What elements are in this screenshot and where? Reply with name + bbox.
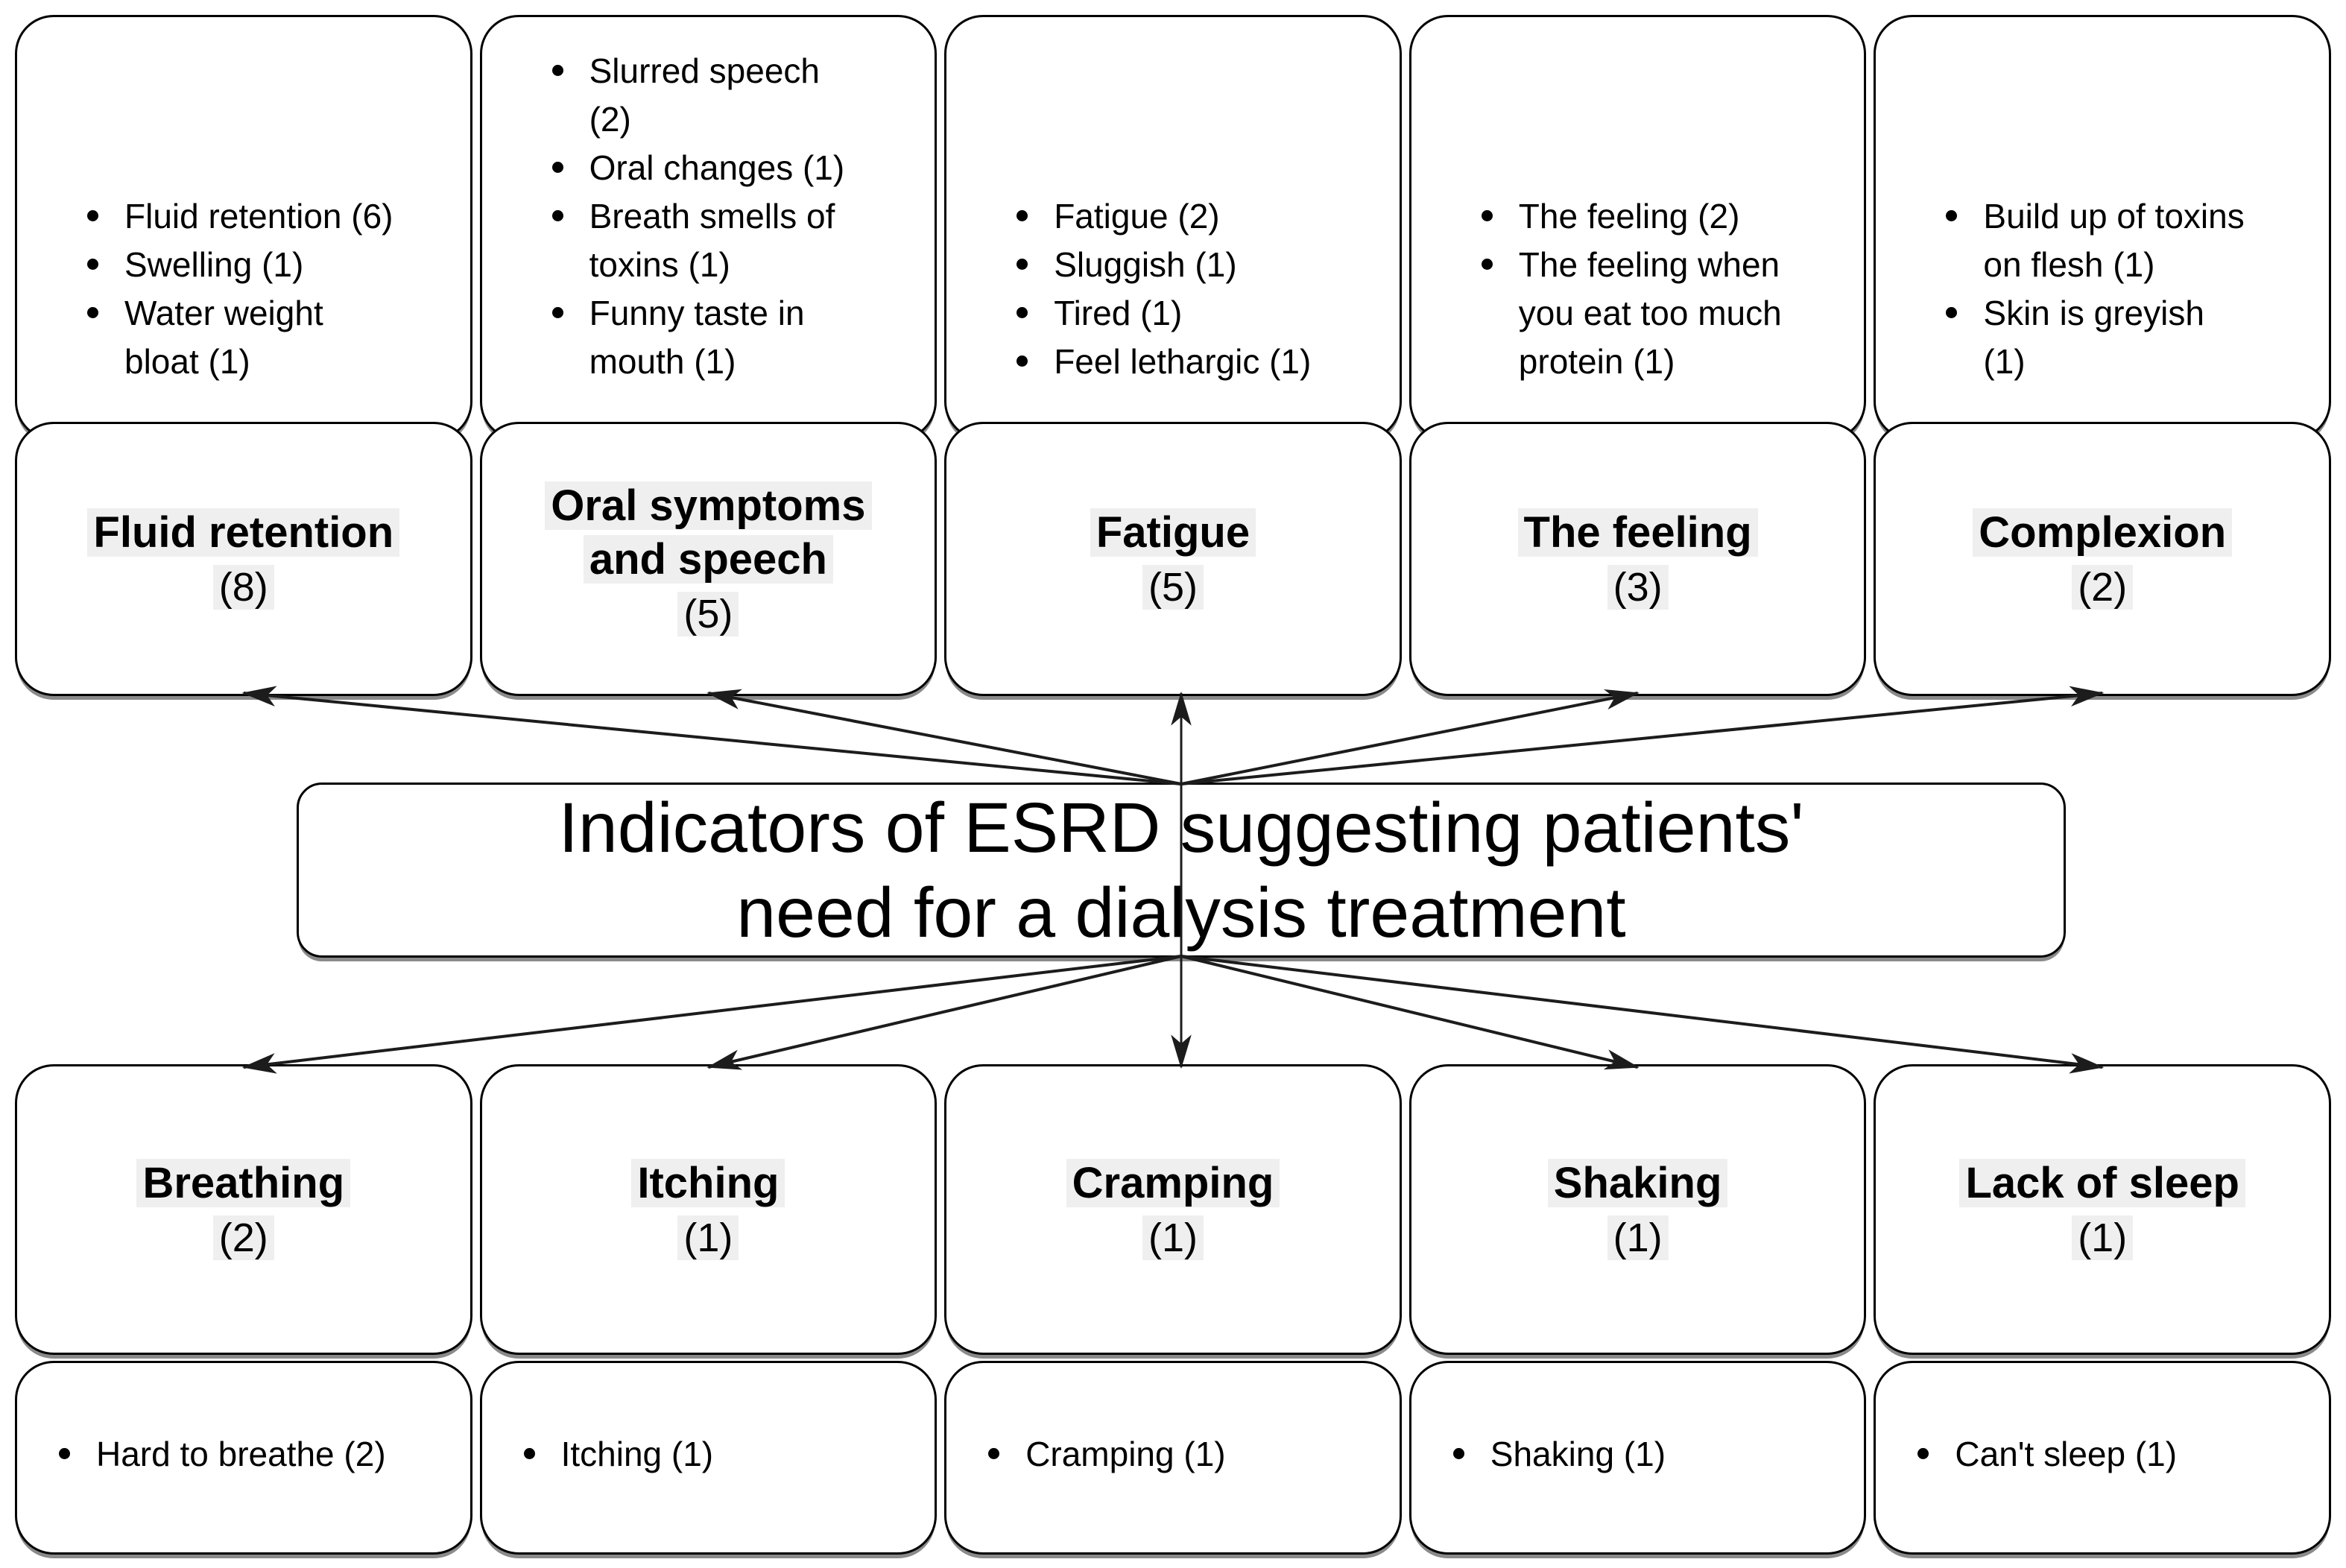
- symptom-item: Feel lethargic (1): [1005, 338, 1325, 386]
- category-count: (3): [1607, 563, 1669, 612]
- top-detail-box-oral-symptoms-and-speech: Slurred speech (2)Oral changes (1)Breath…: [479, 15, 938, 440]
- bottom-detail-box-lack-of-sleep: Can't sleep (1): [1874, 1361, 2331, 1555]
- category-label: Cramping: [1066, 1157, 1280, 1210]
- symptom-item: Breath smells of toxins (1): [540, 192, 861, 289]
- category-label: Lack of sleep: [1959, 1157, 2245, 1210]
- bottom-category-box-shaking: Shaking(1): [1408, 1064, 1867, 1355]
- symptom-item: The feeling when you eat too much protei…: [1470, 241, 1790, 386]
- category-count: (1): [677, 1213, 739, 1262]
- central-node: Indicators of ESRD suggesting patients' …: [297, 783, 2066, 958]
- symptom-list: Itching (1): [512, 1430, 891, 1479]
- top-category-box-fatigue: Fatigue(5): [944, 422, 1402, 696]
- bottom-category-box-lack-of-sleep: Lack of sleep(1): [1874, 1064, 2331, 1355]
- symptom-item: Funny taste in mouth (1): [540, 289, 861, 386]
- category-label: Fluid retention: [87, 506, 400, 560]
- top-category-box-complexion: Complexion(2): [1874, 422, 2331, 696]
- symptom-item: Slurred speech (2): [540, 47, 861, 144]
- symptom-item: Fatigue (2): [1005, 192, 1325, 241]
- bottom-category-box-itching: Itching(1): [479, 1064, 938, 1355]
- symptom-list: Cramping (1): [976, 1430, 1355, 1479]
- top-detail-box-complexion: Build up of toxins on flesh (1)Skin is g…: [1874, 15, 2331, 440]
- symptom-item: Hard to breathe (2): [47, 1430, 426, 1479]
- category-count: (2): [212, 1213, 274, 1262]
- symptom-item: Sluggish (1): [1005, 241, 1325, 289]
- category-count: (5): [1142, 563, 1204, 612]
- diagram-title-line-2: need for a dialysis treatment: [736, 873, 1626, 952]
- bottom-category-box-cramping: Cramping(1): [944, 1064, 1402, 1355]
- symptom-item: Swelling (1): [75, 241, 396, 289]
- category-label: Breathing: [136, 1157, 351, 1210]
- symptom-list: Fatigue (2)Sluggish (1)Tired (1)Feel let…: [1005, 192, 1325, 386]
- category-count: (1): [2072, 1213, 2134, 1262]
- diagram-title-line-1: Indicators of ESRD suggesting patients': [558, 788, 1804, 867]
- top-detail-box-fatigue: Fatigue (2)Sluggish (1)Tired (1)Feel let…: [944, 15, 1402, 440]
- symptom-item: Shaking (1): [1441, 1430, 1820, 1479]
- bottom-category-box-breathing: Breathing(2): [15, 1064, 472, 1355]
- top-category-box-oral-symptoms-and-speech: Oral symptoms and speech(5): [479, 422, 938, 696]
- top-category-row: Fluid retention(8)Oral symptoms and spee…: [15, 422, 2331, 696]
- symptom-item: Skin is greyish (1): [1934, 289, 2254, 386]
- symptom-item: Water weight bloat (1): [75, 289, 396, 386]
- symptom-item: Build up of toxins on flesh (1): [1934, 192, 2254, 289]
- symptom-item: Can't sleep (1): [1906, 1430, 2284, 1479]
- category-count: (1): [1142, 1213, 1204, 1262]
- bottom-category-row: Breathing(2)Itching(1)Cramping(1)Shaking…: [15, 1064, 2331, 1355]
- bottom-detail-box-cramping: Cramping (1): [944, 1361, 1402, 1555]
- top-detail-row: Fluid retention (6)Swelling (1)Water wei…: [15, 15, 2331, 440]
- bottom-detail-box-breathing: Hard to breathe (2): [15, 1361, 472, 1555]
- symptom-list: Can't sleep (1): [1906, 1430, 2284, 1479]
- category-label: Fatigue: [1090, 506, 1256, 560]
- category-label: The feeling: [1517, 506, 1758, 560]
- top-detail-box-fluid-retention: Fluid retention (6)Swelling (1)Water wei…: [15, 15, 472, 440]
- symptom-list: Build up of toxins on flesh (1)Skin is g…: [1934, 192, 2254, 386]
- top-category-box-the-feeling: The feeling(3): [1408, 422, 1867, 696]
- bottom-detail-box-shaking: Shaking (1): [1408, 1361, 1867, 1555]
- symptom-item: Oral changes (1): [540, 144, 861, 192]
- top-category-box-fluid-retention: Fluid retention(8): [15, 422, 472, 696]
- symptom-item: Itching (1): [512, 1430, 891, 1479]
- category-count: (5): [677, 589, 739, 639]
- symptom-item: The feeling (2): [1470, 192, 1790, 241]
- bottom-detail-box-itching: Itching (1): [479, 1361, 938, 1555]
- symptom-list: Fluid retention (6)Swelling (1)Water wei…: [75, 192, 396, 386]
- category-count: (1): [1607, 1213, 1669, 1262]
- category-label: Itching: [631, 1157, 785, 1210]
- symptom-list: Slurred speech (2)Oral changes (1)Breath…: [540, 47, 861, 386]
- top-detail-box-the-feeling: The feeling (2)The feeling when you eat …: [1408, 15, 1867, 440]
- category-label: Oral symptoms and speech: [522, 479, 894, 587]
- category-count: (8): [212, 563, 274, 612]
- symptom-list: Shaking (1): [1441, 1430, 1820, 1479]
- symptom-list: The feeling (2)The feeling when you eat …: [1470, 192, 1790, 386]
- category-label: Shaking: [1547, 1157, 1728, 1210]
- symptom-item: Fluid retention (6): [75, 192, 396, 241]
- symptom-list: Hard to breathe (2): [47, 1430, 426, 1479]
- bottom-detail-row: Hard to breathe (2) Itching (1) Cramping (…: [15, 1361, 2331, 1555]
- symptom-item: Tired (1): [1005, 289, 1325, 338]
- symptom-item: Cramping (1): [976, 1430, 1355, 1479]
- category-label: Complexion: [1973, 506, 2233, 560]
- category-count: (2): [2072, 563, 2134, 612]
